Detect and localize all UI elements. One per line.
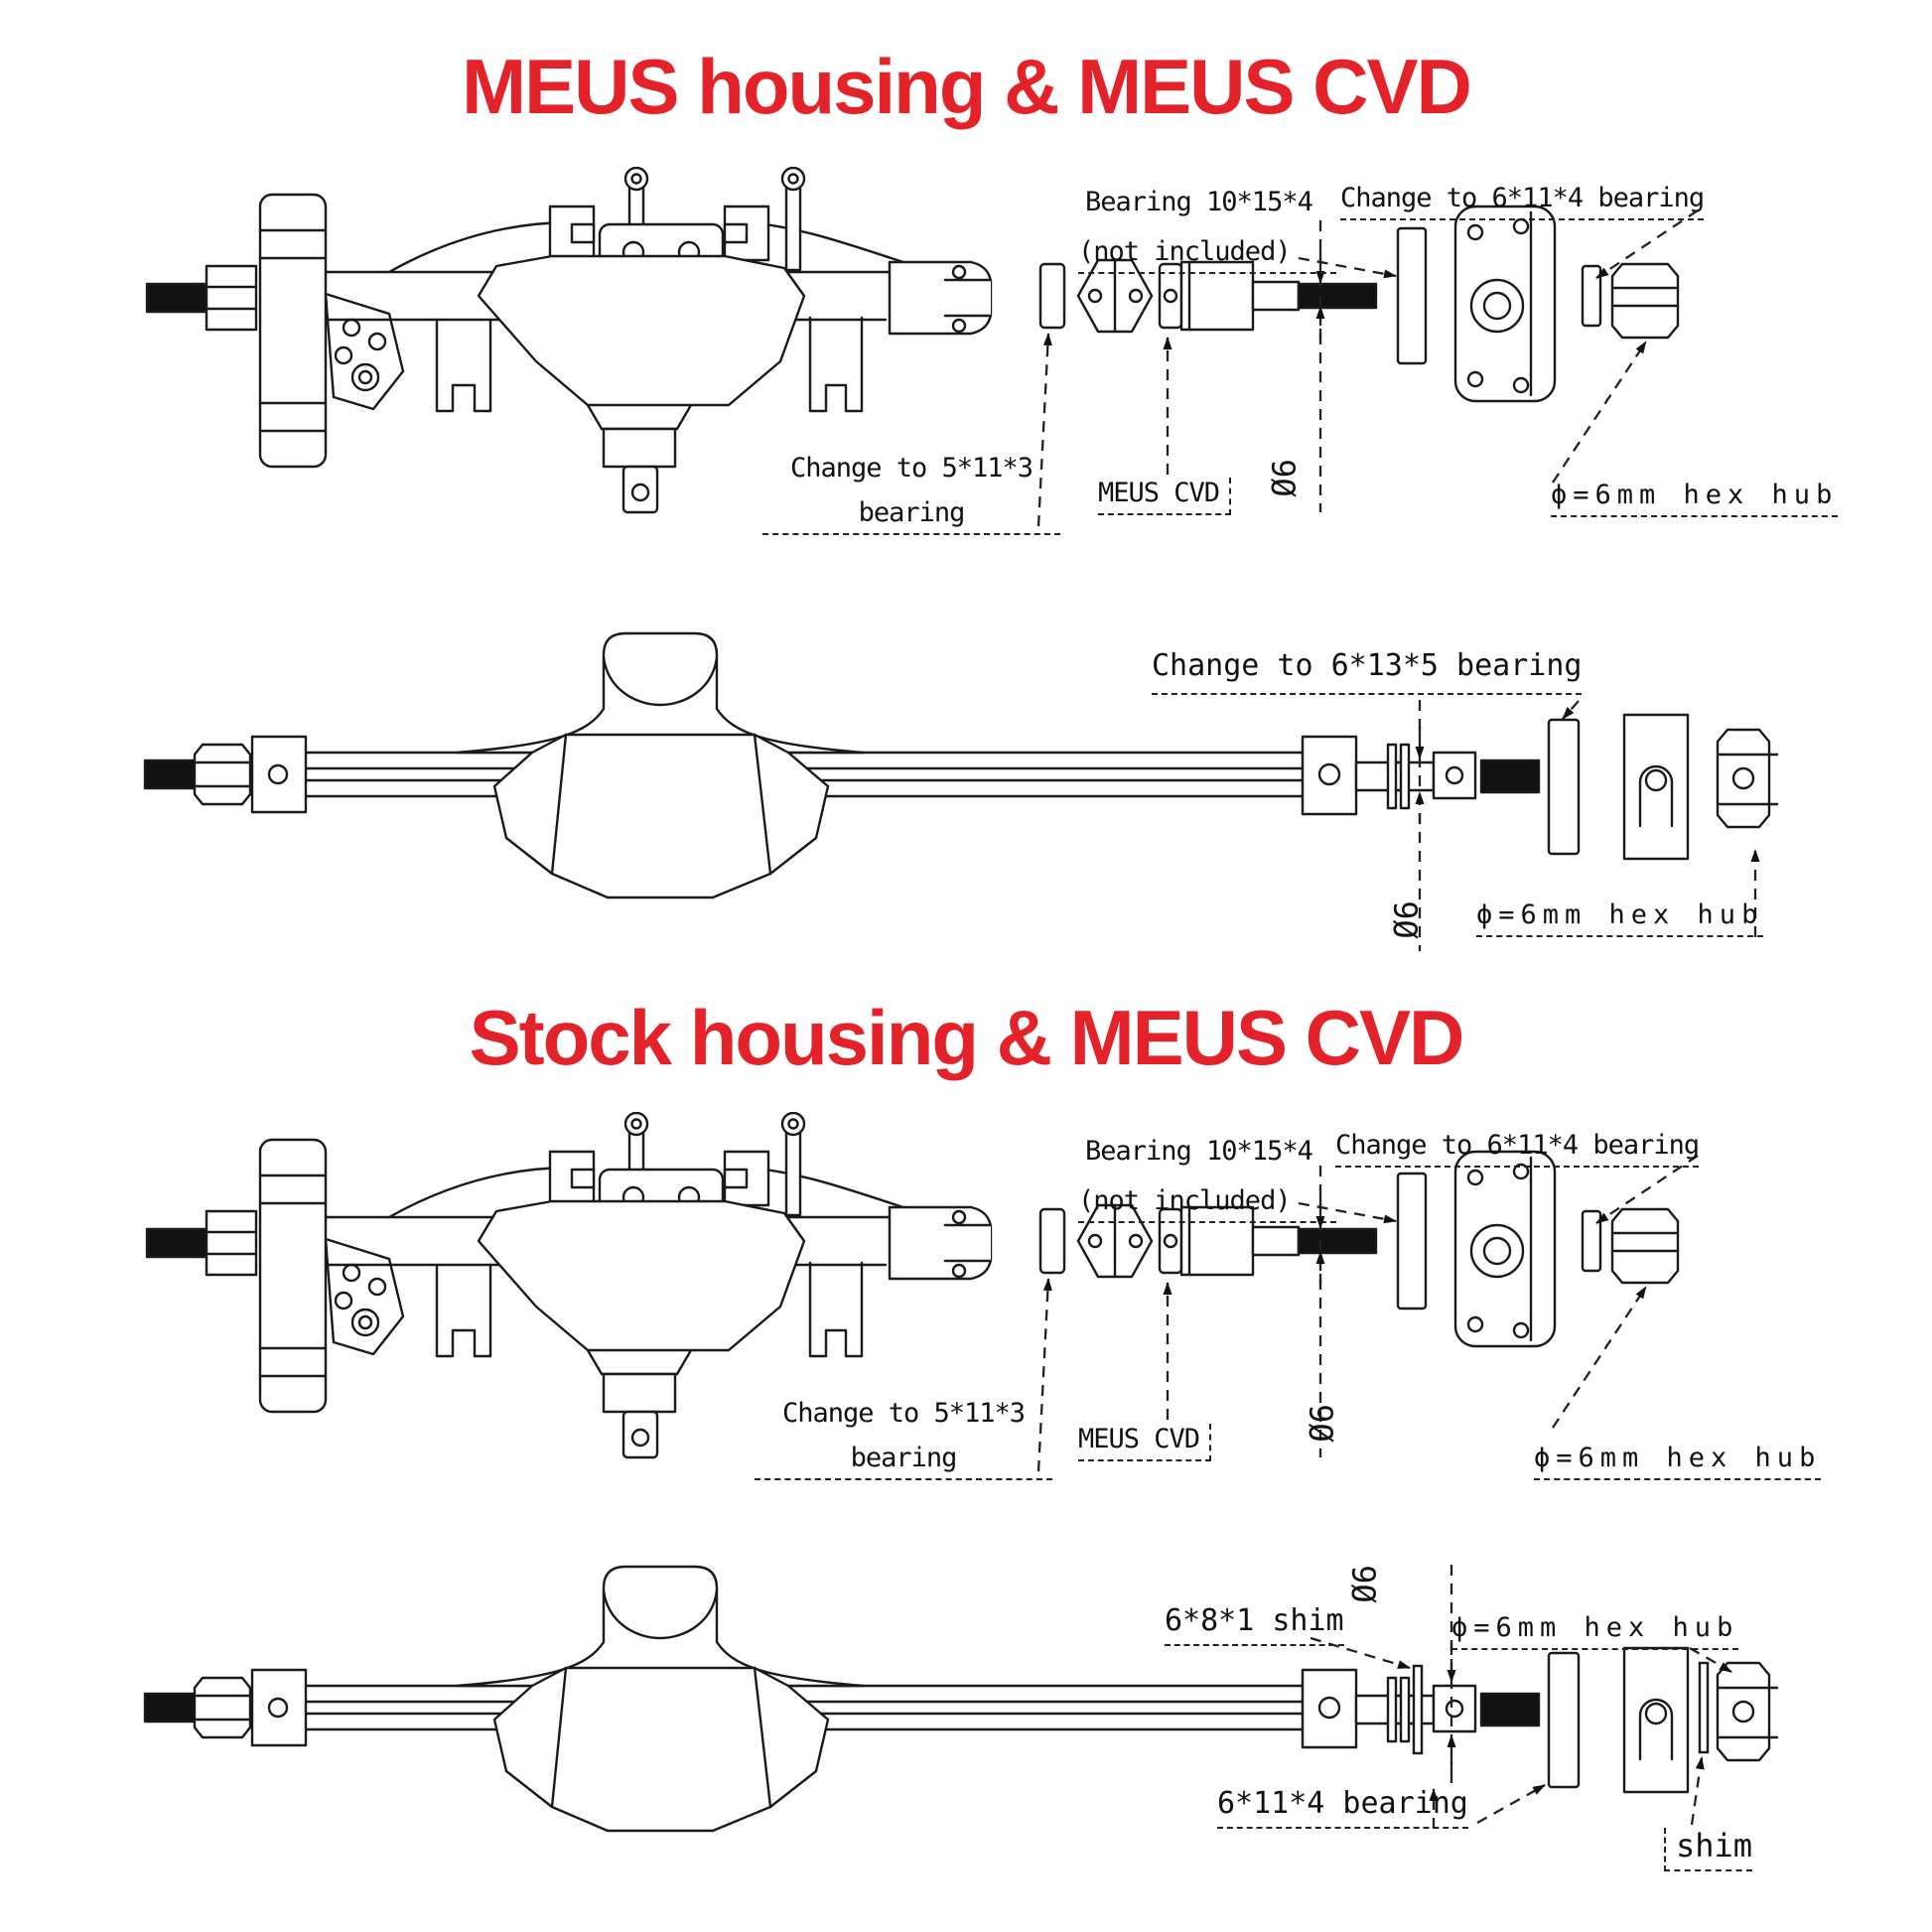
label-meus-cvd: MEUS CVD — [1098, 478, 1232, 516]
label-change-5-11-3-line2: bearing — [858, 497, 966, 529]
label-shaft-diameter: Ø6 — [1345, 1565, 1384, 1603]
label-not-included: (not included) — [1078, 1185, 1336, 1224]
label-meus-cvd: MEUS CVD — [1078, 1424, 1212, 1462]
label-hex-hub: ϕ=6mm hex hub — [1534, 1443, 1822, 1481]
label-bearing-10-15-4: Bearing 10*15*4 — [1085, 187, 1313, 217]
section1-title: MEUS housing & MEUS CVD — [462, 43, 1472, 130]
rear-axle-drawing-2 — [143, 1565, 1779, 1833]
label-hex-hub: ϕ=6mm hex hub — [1551, 480, 1839, 518]
label-shaft-diameter: Ø6 — [1303, 1404, 1341, 1443]
label-shaft-diameter: Ø6 — [1265, 459, 1304, 497]
label-bearing-10-15-4: Bearing 10*15*4 — [1085, 1136, 1313, 1167]
label-change-5-11-3: Change to 5*11*3 bearing — [755, 1398, 1052, 1481]
label-change-5-11-3-line1: Change to 5*11*3 — [781, 1398, 1026, 1429]
label-hex-hub: ϕ=6mm hex hub — [1451, 1612, 1739, 1651]
section2-title: Stock housing & MEUS CVD — [469, 994, 1465, 1081]
label-change-5-11-3: Change to 5*11*3 bearing — [762, 453, 1060, 536]
label-bearing-6-11-4: 6*11*4 bearing — [1217, 1786, 1468, 1829]
label-shaft-diameter: Ø6 — [1387, 900, 1426, 939]
label-change-6-11-4: Change to 6*11*4 bearing — [1340, 183, 1705, 221]
label-change-6-11-4: Change to 6*11*4 bearing — [1335, 1130, 1700, 1169]
label-not-included: (not included) — [1078, 236, 1336, 275]
label-hex-hub: ϕ=6mm hex hub — [1476, 899, 1764, 938]
label-change-5-11-3-line1: Change to 5*11*3 — [789, 453, 1034, 483]
label-shim: shim — [1664, 1828, 1753, 1871]
rear-shims — [1412, 1661, 1710, 1755]
label-shim-6-8-1: 6*8*1 shim — [1165, 1603, 1344, 1646]
label-change-6-13-5: Change to 6*13*5 bearing — [1152, 648, 1583, 695]
label-change-5-11-3-line2: bearing — [850, 1443, 958, 1474]
